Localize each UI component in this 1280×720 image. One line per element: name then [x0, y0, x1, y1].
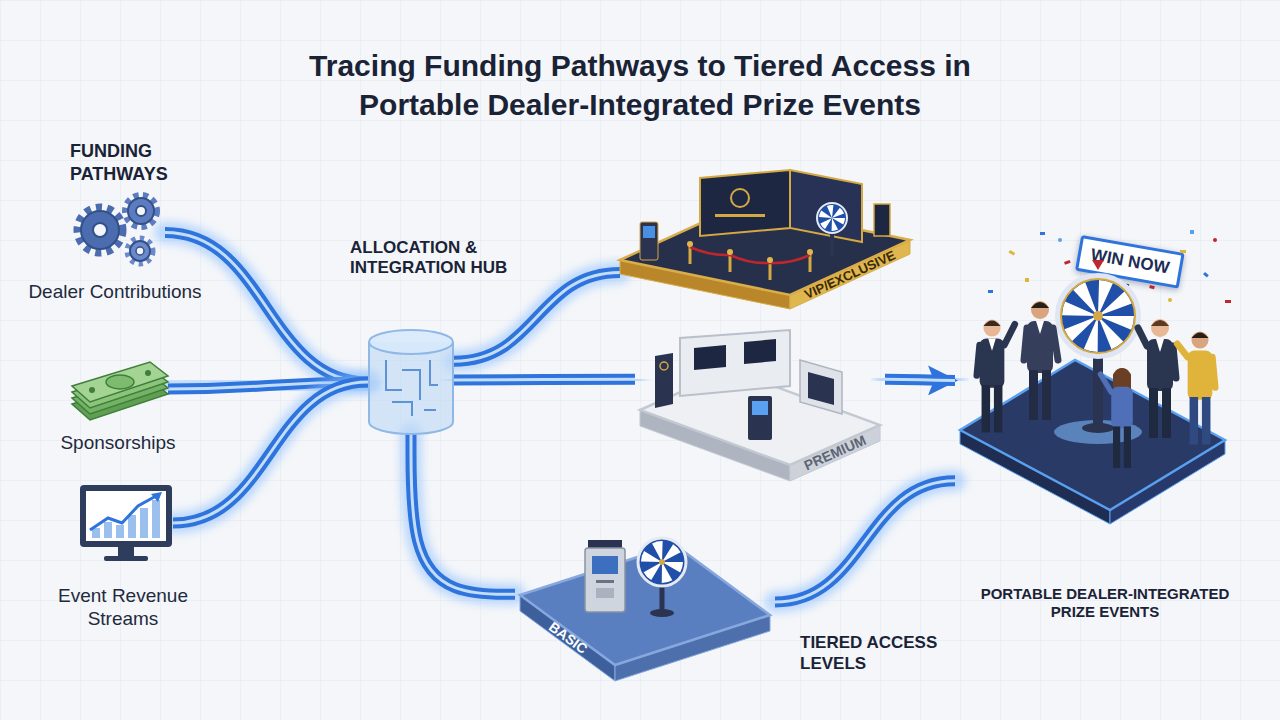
pipe-highlight — [173, 382, 368, 523]
circuit-trace — [386, 360, 402, 390]
pipe-line — [454, 374, 635, 386]
pipe-glow — [454, 273, 620, 362]
tier-node: VIP/EXCLUSIVE — [620, 160, 910, 310]
vip-booth — [640, 170, 890, 280]
funding-pipe — [454, 379, 635, 381]
funding-pipe — [885, 379, 955, 380]
pipe-line — [165, 233, 368, 383]
pipe-highlight — [454, 378, 635, 382]
pipe-glow — [411, 434, 515, 594]
pipe-line — [411, 434, 515, 594]
pipe-highlight — [165, 233, 368, 383]
hub-node: ALLOCATION & INTEGRATION HUB — [368, 330, 454, 434]
tier-node: BASIC — [515, 540, 775, 695]
node-label: Sponsorships — [28, 432, 208, 455]
node-label: ALLOCATION & INTEGRATION HUB — [350, 238, 550, 279]
pipe-line — [173, 382, 368, 523]
circuit-trace — [392, 402, 412, 416]
node-label: PORTABLE DEALER-INTEGRATED PRIZE EVENTS — [960, 585, 1250, 621]
source-node: Sponsorships — [68, 358, 168, 420]
basic-booth — [585, 538, 686, 617]
pipe-line — [775, 481, 955, 602]
node-label: Dealer Contributions — [25, 281, 205, 304]
source-node: Dealer Contributions — [65, 195, 165, 270]
pipe-highlight — [454, 273, 620, 362]
pipe-highlight — [885, 379, 955, 380]
confetti — [988, 230, 1231, 303]
funding-pipe — [411, 434, 515, 594]
circuit-trace — [424, 409, 436, 411]
funding-pipe — [173, 382, 368, 523]
cylinder-body — [369, 342, 453, 434]
tier-platform — [620, 160, 910, 310]
tier-platform — [635, 320, 885, 505]
money-icon — [72, 362, 168, 420]
funding-pipe — [165, 233, 368, 383]
sign-text: WIN NOW — [1075, 235, 1185, 289]
platform-top — [960, 360, 1225, 510]
funding-pipe — [454, 273, 620, 362]
pipe-line — [454, 273, 620, 362]
hub-cylinder — [368, 330, 454, 434]
source-node: Event Revenue Streams — [78, 485, 173, 561]
pipe-glow — [885, 379, 955, 380]
tier-node: PREMIUM — [635, 320, 885, 505]
circuit-trace — [402, 370, 420, 400]
funding-pipe — [775, 481, 955, 602]
section-label: TIERED ACCESS LEVELS — [800, 632, 975, 675]
pipe-glow — [775, 481, 955, 602]
tier-platform — [955, 230, 1230, 525]
chart-monitor-icon — [80, 485, 172, 561]
node-label: Event Revenue Streams — [33, 585, 213, 631]
tier-platform — [515, 540, 775, 695]
pipe-line — [885, 379, 955, 380]
prize-scene — [977, 230, 1231, 468]
pipe-highlight — [411, 434, 515, 594]
platform-top — [520, 545, 770, 665]
pipe-glow — [454, 368, 635, 391]
platform-top — [620, 205, 910, 295]
section-label: FUNDING PATHWAYS — [70, 140, 220, 185]
pipe-glow — [165, 233, 368, 383]
premium-booth — [655, 330, 842, 440]
cylinder-top — [369, 330, 453, 354]
diagram-title: Tracing Funding Pathways to Tiered Acces… — [290, 46, 990, 124]
tier-node: WIN NOWPORTABLE DEALER-INTEGRATED PRIZE … — [955, 230, 1230, 525]
gears-icon — [78, 196, 156, 263]
pipe-glow — [173, 382, 368, 523]
pipe-highlight — [775, 481, 955, 602]
circuit-trace — [430, 360, 438, 385]
